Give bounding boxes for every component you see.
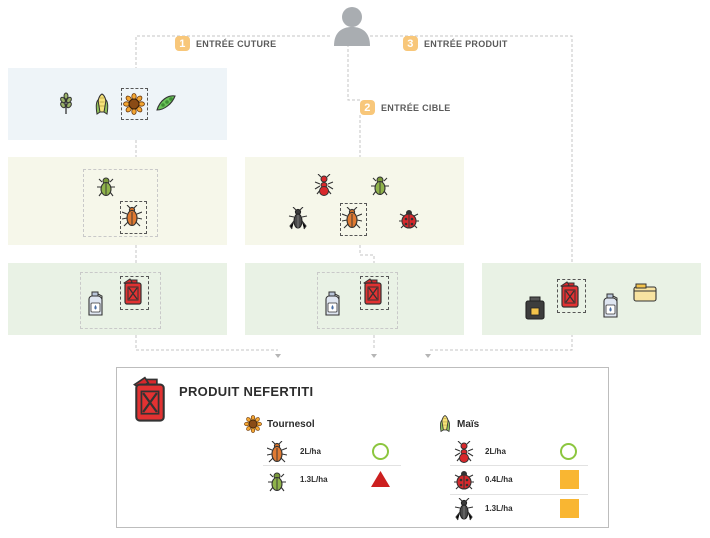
crop-name-tournesol: Tournesol xyxy=(267,419,315,430)
status-ok-circle-icon xyxy=(372,443,389,460)
entry-product-number-badge: 3 xyxy=(403,36,418,51)
black-cricket-icon[interactable] xyxy=(288,207,308,230)
status-warning-triangle-icon xyxy=(371,471,390,487)
entry-crop-label: 1 ENTRÉE CUTURE xyxy=(175,36,276,51)
brown-cockroach-icon xyxy=(267,441,287,463)
red-jerrycan-icon[interactable] xyxy=(362,278,384,306)
pest-zone-frame xyxy=(83,169,158,237)
dark-container-icon[interactable] xyxy=(525,295,545,320)
red-jerrycan-icon[interactable] xyxy=(559,281,581,309)
crop-pest-panel xyxy=(8,157,227,245)
row-divider xyxy=(450,494,588,495)
entry-crop-text: ENTRÉE CUTURE xyxy=(196,38,277,49)
user-silhouette-icon xyxy=(334,7,370,46)
detergent-bottle-icon[interactable] xyxy=(86,291,106,317)
green-beetle-icon[interactable] xyxy=(96,175,116,197)
red-jerrycan-icon[interactable] xyxy=(122,278,144,306)
product-zone-frame xyxy=(80,272,161,329)
product-zone-frame xyxy=(317,272,398,329)
red-jerrycan-icon xyxy=(133,376,165,422)
red-ladybug-icon[interactable] xyxy=(399,208,419,230)
selected-crop-frame xyxy=(121,88,148,120)
green-beetle-icon[interactable] xyxy=(370,174,390,196)
dose-value: 1.3L/ha xyxy=(485,504,513,513)
red-ant-icon[interactable] xyxy=(314,174,334,196)
result-title: PRODUIT NEFERTITI xyxy=(179,384,314,399)
sunflower-icon xyxy=(244,415,262,433)
green-beetle-icon xyxy=(267,472,287,492)
dose-value: 2L/ha xyxy=(485,447,506,456)
entry-crop-number-badge: 1 xyxy=(175,36,190,51)
red-ladybug-icon xyxy=(454,470,474,490)
detergent-bottle-icon[interactable] xyxy=(601,293,621,319)
row-divider xyxy=(450,465,588,466)
black-cricket-icon xyxy=(454,498,474,521)
dose-value: 2L/ha xyxy=(300,447,321,456)
entry-product-label: 3 ENTRÉE PRODUIT xyxy=(403,36,508,51)
entry-target-text: ENTRÉE CIBLE xyxy=(381,102,451,113)
selected-target-pest-frame xyxy=(340,203,367,236)
status-caution-square-icon xyxy=(560,470,579,489)
yellow-box-icon[interactable] xyxy=(633,283,657,303)
pea-pod-icon[interactable] xyxy=(154,92,178,114)
brown-cockroach-icon[interactable] xyxy=(342,207,362,229)
selected-product-frame xyxy=(120,276,149,310)
corn-icon xyxy=(440,415,450,432)
product-panel-middle xyxy=(245,263,464,335)
selected-product-frame xyxy=(557,279,586,313)
status-caution-square-icon xyxy=(560,499,579,518)
corn-icon[interactable] xyxy=(92,92,112,116)
status-ok-circle-icon xyxy=(560,443,577,460)
entry-product-text: ENTRÉE PRODUIT xyxy=(424,38,508,49)
sunflower-icon[interactable] xyxy=(123,93,145,115)
selected-product-frame xyxy=(360,276,389,310)
entry-target-label: 2 ENTRÉE CIBLE xyxy=(360,100,451,115)
dose-value: 0.4L/ha xyxy=(485,475,513,484)
crop-selection-panel xyxy=(8,68,227,140)
red-ant-icon xyxy=(454,441,474,463)
selected-pest-frame xyxy=(120,201,147,234)
detergent-bottle-icon[interactable] xyxy=(323,291,343,317)
result-product-card: PRODUIT NEFERTITI Tournesol 2L/ha 1.3L/h… xyxy=(116,367,609,528)
wheat-icon[interactable] xyxy=(56,92,76,116)
target-pest-panel xyxy=(245,157,464,245)
brown-cockroach-icon[interactable] xyxy=(122,205,142,227)
dose-value: 1.3L/ha xyxy=(300,475,328,484)
crop-name-mais: Maïs xyxy=(457,419,480,430)
product-panel-right xyxy=(482,263,701,335)
product-panel-left xyxy=(8,263,227,335)
row-divider xyxy=(263,465,401,466)
entry-target-number-badge: 2 xyxy=(360,100,375,115)
